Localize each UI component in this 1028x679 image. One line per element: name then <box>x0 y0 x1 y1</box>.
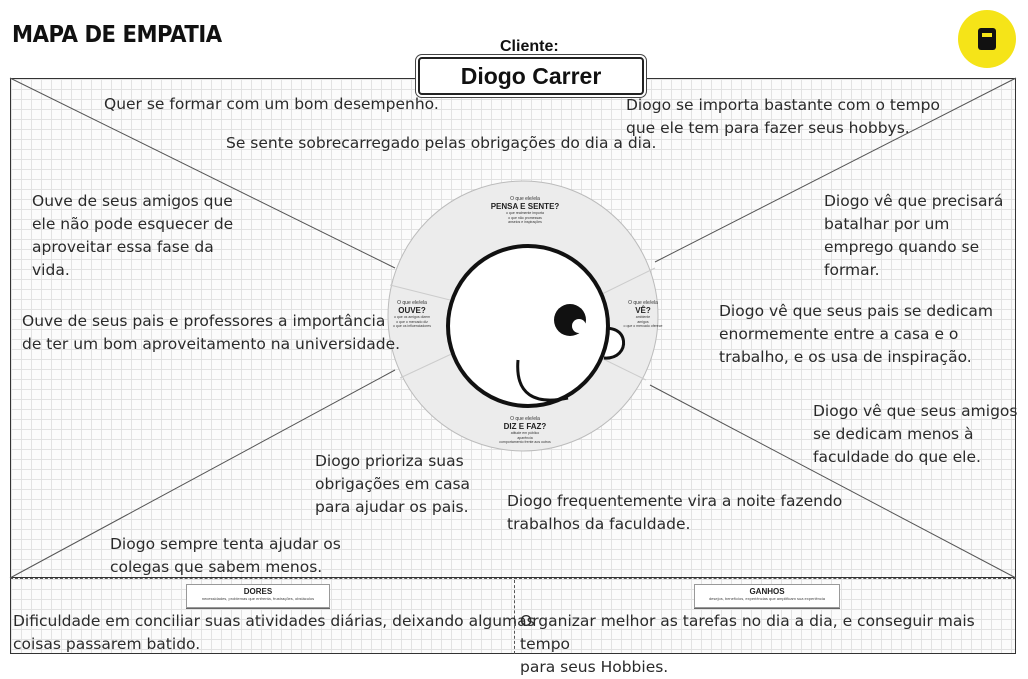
pains-gains-area <box>10 578 1016 654</box>
diagonal-bottom-left <box>9 369 396 579</box>
page-title: MAPA DE EMPATIA <box>12 22 222 48</box>
diz-title: DIZ E FAZ? <box>503 422 547 431</box>
note-ve-1: Diogo vê que precisará batalhar por um e… <box>824 192 1004 279</box>
ganhos-title: GANHOS <box>749 587 785 596</box>
diagonal-bottom-right <box>649 384 1017 579</box>
pensa-label: O que ele/ela PENSA E SENTE? o que realm… <box>465 196 585 225</box>
note-diz-2: Diogo frequentemente vira a noite fazend… <box>507 492 843 533</box>
dores-sub: necessidades, problemas que enfrenta, fr… <box>201 596 315 601</box>
diagonal-top-right <box>654 77 1017 263</box>
note-ve-3: Diogo vê que seus amigos se dedicam meno… <box>813 402 1018 466</box>
note-ve-2: Diogo vê que seus pais se dedicam enorme… <box>719 302 993 366</box>
ganhos-badge: GANHOS desejos, benefícios, experiências… <box>694 584 840 608</box>
diz-label: O que ele/ela DIZ E FAZ? atitude em públ… <box>480 416 570 445</box>
client-name-box: Diogo Carrer <box>418 57 644 95</box>
ve-sub: ambiente amigos o que o mercado oferece <box>623 315 663 328</box>
pensa-title: PENSA E SENTE? <box>490 202 560 211</box>
note-pensa-1: Quer se formar com um bom desempenho. <box>104 95 439 113</box>
ve-small: O que ele/ela <box>628 300 658 306</box>
ve-label: O que ele/ela VÊ? ambiente amigos o que … <box>617 300 669 329</box>
dores-badge: DORES necessidades, problemas que enfren… <box>186 584 330 608</box>
pensa-small: O que ele/ela <box>510 196 540 202</box>
client-name: Diogo Carrer <box>460 62 602 89</box>
diagram-lines <box>9 77 1017 579</box>
dores-text: Dificuldade em conciliar suas atividades… <box>13 612 535 653</box>
pensa-sub: o que realmente importa o que não promes… <box>506 211 544 224</box>
pains-gains-divider <box>514 580 515 654</box>
note-diz-1: Diogo prioriza suas obrigações em casa p… <box>315 452 471 516</box>
ve-title: VÊ? <box>635 306 651 315</box>
center-divider-left <box>389 284 451 301</box>
ganhos-sub: desejos, benefícios, experiências que am… <box>708 596 826 601</box>
center-divider-bottom-right <box>594 354 647 381</box>
logo-mark <box>978 28 996 50</box>
ouve-sub: o que os amigos dizem o que o mercado di… <box>393 315 431 328</box>
note-pensa-3: Diogo se importa bastante com o tempo qu… <box>626 96 940 137</box>
ganhos-text: Organizar melhor as tarefas no dia a dia… <box>520 612 975 676</box>
ouve-label: O que ele/ela OUVE? o que os amigos dize… <box>386 300 438 329</box>
center-divider-bottom-left <box>399 349 461 379</box>
ouve-small: O que ele/ela <box>397 300 427 306</box>
diagonal-top-left <box>9 77 396 269</box>
client-label: Cliente: <box>500 38 559 55</box>
note-pensa-2: Se sente sobrecarregado pelas obrigações… <box>226 134 657 152</box>
diz-sub: atitude em público aparência comportamen… <box>499 431 551 444</box>
ouve-title: OUVE? <box>398 306 426 315</box>
note-ouve-2: Ouve de seus pais e professores a import… <box>22 312 401 353</box>
diz-small: O que ele/ela <box>510 416 540 422</box>
face-icon <box>446 244 626 408</box>
center-divider-right <box>599 267 656 296</box>
dores-title: DORES <box>243 587 273 596</box>
note-diz-3: Diogo sempre tenta ajudar os colegas que… <box>110 535 341 576</box>
note-ouve-1: Ouve de seus amigos que ele não pode esq… <box>32 192 234 279</box>
logo-icon <box>958 10 1016 68</box>
